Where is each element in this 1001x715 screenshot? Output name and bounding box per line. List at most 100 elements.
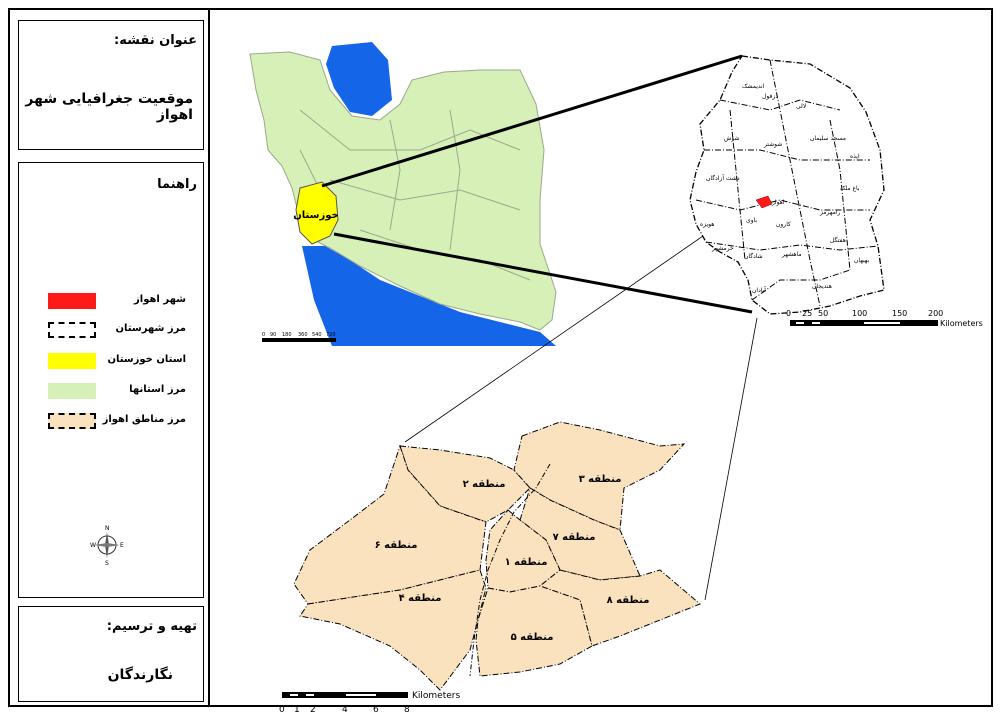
iran-scale-label: 360 (298, 332, 308, 338)
zone-label: منطقه ۲ (463, 479, 506, 490)
county-label: مسجد سلیمان (810, 135, 846, 142)
compass-rose-icon: N S W E (90, 525, 124, 566)
legend-item-ahvaz-zones: مرز مناطق اهواز (48, 413, 198, 431)
legend-label: شهر اهواز (134, 294, 186, 305)
legend-label: مرز استانها (129, 384, 186, 395)
scale-label: 8 (404, 705, 410, 715)
county-label: اندیمشک (742, 83, 765, 90)
county-label: ایذه (850, 153, 860, 160)
county-label: باوی (746, 217, 757, 224)
county-label: هفتگل (830, 236, 846, 244)
iran-scale-label: 180 (282, 332, 292, 338)
khuzestan-province (295, 181, 339, 245)
legend-swatch-dashdot (48, 322, 96, 338)
scale-label: 100 (852, 309, 867, 318)
legend-swatch-peach (48, 413, 96, 429)
legend-heading: راهنما (157, 177, 197, 192)
scale-label: 4 (342, 705, 348, 715)
zone-label: منطقه ۳ (579, 474, 622, 485)
scale-label: 0 (279, 705, 285, 715)
caspian-sea (326, 42, 392, 116)
county-label: شوش (724, 135, 739, 142)
county-label: دزفول (762, 93, 778, 100)
leader-line (704, 317, 758, 601)
east-letter: E (120, 542, 124, 549)
county-label: ماهشهر (781, 251, 802, 258)
county-label: شادگان (744, 252, 763, 260)
scale-unit: Kilometers (412, 691, 460, 701)
khuzestan-label: خوزستان (293, 210, 338, 221)
legend-label: استان خوزستان (107, 354, 186, 365)
iran-scale-label: 720 (326, 332, 336, 338)
scale-label: 6 (373, 705, 379, 715)
scale-label: 25 (802, 309, 812, 318)
legend-label: مرز شهرستان (115, 323, 186, 334)
leader-line (321, 54, 743, 188)
county-label: شوشتر (763, 141, 782, 148)
zone-label: منطقه ۶ (375, 540, 418, 551)
scale-label: 200 (928, 309, 943, 318)
zone-6 (293, 444, 487, 605)
county-label: باغ ملک (840, 185, 860, 192)
zone-label: منطقه ۴ (399, 593, 442, 604)
persian-gulf (302, 246, 556, 346)
county-label: هندیجان (812, 283, 832, 290)
west-letter: W (90, 542, 96, 549)
scale-unit: Kilometers (940, 319, 983, 328)
legend-swatch-red (48, 293, 96, 309)
iran-scale-bar (262, 338, 336, 342)
iran-provinces (249, 51, 557, 331)
khuzestan-scale-bar: 0 25 50 100 150 200 Kilometers (786, 309, 983, 328)
title-panel: عنوان نقشه: موقعیت جغرافیایی شهر اهواز (18, 20, 204, 150)
county-label: دشت آزادگان (706, 173, 740, 182)
zone-2 (399, 445, 531, 523)
map-title: موقعیت جغرافیایی شهر اهواز (25, 91, 193, 123)
county-label: اهواز (771, 199, 785, 206)
zone-label: منطقه ۱ (505, 557, 548, 568)
ahvaz-city-marker (755, 195, 773, 209)
scale-label: 150 (892, 309, 907, 318)
map-frame (8, 8, 993, 707)
karun-river (469, 463, 551, 677)
title-heading: عنوان نقشه: (114, 33, 197, 48)
khuzestan-outline (689, 55, 885, 315)
south-letter: S (105, 560, 109, 566)
north-letter: N (105, 525, 110, 532)
zone-4 (299, 569, 487, 691)
county-label: رامهرمز (819, 209, 840, 216)
leader-line (404, 197, 759, 443)
county-label: آبادان (752, 285, 766, 294)
zone-label: منطقه ۷ (553, 532, 596, 543)
county-label: هویزه (700, 221, 714, 228)
legend-item-khuzestan-province: استان خوزستان (48, 353, 198, 371)
scale-label: 50 (818, 309, 828, 318)
legend-item-province-borders: مرز استانها (48, 383, 198, 401)
zone-5 (475, 585, 593, 677)
iran-map: خوزستان 0 90 180 360 540 720 (249, 42, 557, 346)
iran-scale-label: 0 (262, 332, 265, 338)
scale-label: 2 (310, 705, 316, 715)
legend-item-ahvaz-city: شهر اهواز (48, 293, 198, 311)
khuzestan-map: اندیمشک دزفول لالی شوش شوشتر مسجد سلیمان… (689, 55, 983, 328)
iran-scale-label: 90 (270, 332, 276, 338)
legend-item-county-border: مرز شهرستان (48, 322, 198, 340)
scale-label: 1 (294, 705, 300, 715)
zone-3 (513, 421, 686, 531)
credits-panel: تهیه و ترسیم: نگارندگان (18, 606, 204, 702)
county-label: بهبهان (854, 257, 870, 264)
legend-label: مرز مناطق اهواز (102, 414, 186, 425)
county-label: کارون (776, 221, 791, 228)
zone-label: منطقه ۵ (511, 632, 554, 643)
credits-heading: تهیه و ترسیم: (106, 619, 197, 634)
credits-body: نگارندگان (107, 667, 173, 683)
county-label: خرمشهر (711, 245, 734, 252)
scale-label: 0 (786, 309, 791, 318)
county-borders (695, 59, 879, 307)
county-label: لالی (796, 103, 806, 110)
leader-line (333, 232, 753, 314)
ahvaz-scale-bar: 0 1 2 4 6 8 Kilometers (279, 691, 460, 715)
legend-panel: راهنما (18, 162, 204, 598)
legend-swatch-green (48, 383, 96, 399)
sidebar (10, 10, 210, 705)
